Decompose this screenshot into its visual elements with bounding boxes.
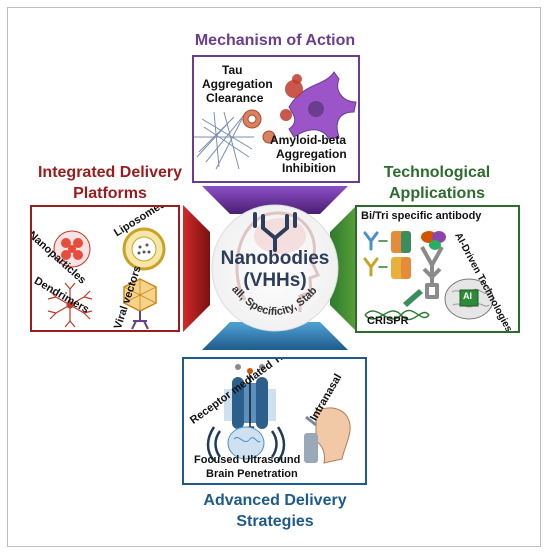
tau-fibrils-icon xyxy=(194,111,254,170)
title-integrated-delivery: Integrated Delivery Platforms xyxy=(20,162,200,204)
tau-label-2: Aggregation xyxy=(202,77,273,91)
advanced-delivery-illustration xyxy=(206,364,351,464)
crispr-label: CRISPR xyxy=(367,315,409,327)
title-advanced-delivery: Advanced Delivery Strategies xyxy=(170,490,380,532)
intranasal-spray-icon xyxy=(304,407,351,464)
focused-ultrasound-label-2: Brain Penetration xyxy=(206,468,298,480)
title-advanced-line2: Strategies xyxy=(236,513,314,530)
center-subtitle: (VHHs) xyxy=(243,270,307,291)
arm-right xyxy=(330,205,357,332)
tech-illustration xyxy=(363,231,494,321)
nanoparticle-icon xyxy=(53,230,91,268)
amyloid-label-2: Aggregation xyxy=(276,147,347,161)
trispecific-antibody-icon xyxy=(420,231,446,299)
bispecific-label: Bi/Tri specific antibody xyxy=(361,210,482,222)
bispecific-antibody-icon xyxy=(363,231,388,277)
tau-label-3: Clearance xyxy=(206,91,264,105)
title-integrated-line1: Integrated Delivery xyxy=(37,164,183,181)
technological-box: Bi/Tri specific antibody AI CRISPR AI-D xyxy=(355,205,520,333)
title-advanced-line1: Advanced Delivery xyxy=(203,492,347,509)
antibody-icon xyxy=(253,212,297,252)
tau-label-1: Tau xyxy=(222,63,243,77)
center-title: Nanobodies xyxy=(220,248,330,269)
title-mechanism-of-action: Mechanism of Action xyxy=(194,32,356,49)
arm-left xyxy=(183,205,210,332)
ultrasound-brain-icon xyxy=(206,426,286,462)
advanced-delivery-box: Receptor mediated Transport Intranasal F… xyxy=(182,357,367,485)
scissors-icon xyxy=(403,289,423,307)
title-technological-line2: Applications xyxy=(388,185,485,202)
arm-bottom xyxy=(202,322,348,350)
mechanism-box: Tau Aggregation Clearance Amyloid-beta A… xyxy=(192,55,360,183)
title-integrated-line2: Platforms xyxy=(73,185,147,202)
focused-ultrasound-label-1: Focused Ultrasound xyxy=(194,454,301,466)
amyloid-plaque-icon xyxy=(285,80,303,98)
delivery-illustration xyxy=(47,227,166,330)
liposome-icon xyxy=(122,227,166,271)
amyloid-label-3: Inhibition xyxy=(282,161,336,175)
dendrimer-icon xyxy=(47,282,93,328)
integrated-delivery-box: Nanoparticles Liposomes Dendrimers Viral… xyxy=(30,205,180,332)
head-silhouette-icon xyxy=(235,211,321,312)
brain-chip-icon xyxy=(444,278,494,320)
figure-frame xyxy=(7,7,541,547)
receptor-transporter-icon xyxy=(224,364,276,438)
viral-vector-icon xyxy=(123,278,157,330)
title-technological-applications: Technological Applications xyxy=(362,162,512,204)
title-technological-line1: Technological xyxy=(383,164,491,181)
arm-top xyxy=(202,186,348,214)
mechanism-illustration xyxy=(194,71,357,170)
ai-chip-label: AI xyxy=(463,291,472,301)
dna-helix-icon xyxy=(364,309,430,321)
amyloid-label-1: Amyloid-beta xyxy=(270,133,347,147)
